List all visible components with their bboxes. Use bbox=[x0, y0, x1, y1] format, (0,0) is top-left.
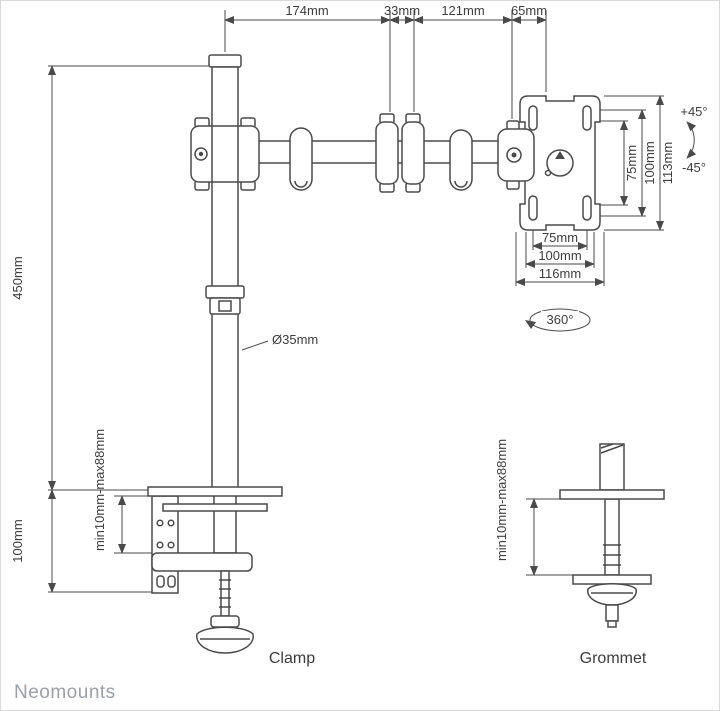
vesa-slot bbox=[582, 195, 592, 221]
tilt-down-label: -45° bbox=[682, 160, 706, 175]
dimension-labels: 174mm 33mm 121mm 65mm 450mm 100mm min10m… bbox=[10, 3, 708, 563]
cable-hook-2 bbox=[449, 129, 473, 191]
elbow-collars bbox=[375, 113, 425, 193]
arm-vesa-joint bbox=[497, 120, 535, 190]
dim-label-clamp-range: min10mm-max88mm bbox=[92, 429, 107, 551]
dim-label-vesa-116: 116mm bbox=[539, 266, 581, 281]
dim-label-vesa-100h: 100mm bbox=[538, 248, 581, 263]
vesa-plate bbox=[519, 95, 601, 231]
grommet-assembly bbox=[559, 443, 665, 628]
clamp-assembly bbox=[147, 486, 283, 654]
pole-diameter-label: Ø35mm bbox=[272, 332, 318, 347]
mount-labels: Clamp Grommet bbox=[269, 650, 647, 667]
grommet-label: Grommet bbox=[580, 650, 647, 667]
dim-label-121mm: 121mm bbox=[441, 3, 484, 18]
grommet-range-dimension bbox=[526, 498, 575, 576]
cable-hook-1 bbox=[289, 127, 313, 191]
swivel-annotation bbox=[525, 308, 591, 332]
dim-label-33mm: 33mm bbox=[384, 3, 420, 18]
dim-label-450mm: 450mm bbox=[10, 256, 25, 299]
dim-label-grommet-range: min10mm-max88mm bbox=[494, 439, 509, 561]
clamp-knob-pad bbox=[196, 626, 254, 654]
brand-logo: Neomounts bbox=[14, 682, 116, 703]
dim-label-vesa-75v: 75mm bbox=[624, 145, 639, 181]
dim-label-100mm-clamp: 100mm bbox=[10, 519, 25, 562]
vesa-slot bbox=[582, 105, 592, 131]
clamp-label: Clamp bbox=[269, 650, 315, 667]
dim-label-vesa-100v: 100mm bbox=[642, 141, 657, 184]
dim-label-65mm: 65mm bbox=[511, 3, 547, 18]
up-arrow-icon bbox=[555, 151, 565, 159]
top-dimensions bbox=[224, 10, 547, 119]
tilt-annotation bbox=[686, 121, 697, 159]
vesa-right-dimensions bbox=[592, 95, 664, 231]
swivel-label: 360° bbox=[547, 312, 574, 327]
pole-diameter-leader bbox=[241, 340, 269, 351]
grommet-knob-pad bbox=[587, 583, 637, 606]
pole-cable-clip bbox=[205, 285, 245, 315]
vesa-slot bbox=[528, 195, 538, 221]
dim-label-vesa-75h: 75mm bbox=[542, 230, 578, 245]
left-dimensions bbox=[48, 65, 209, 593]
dim-label-vesa-113: 113mm bbox=[660, 142, 675, 184]
tilt-up-label: +45° bbox=[680, 104, 707, 119]
vesa-slot bbox=[528, 105, 538, 131]
dim-label-174mm: 174mm bbox=[285, 3, 328, 18]
clamp-range-dimension bbox=[114, 495, 154, 554]
pole-arm-joint bbox=[190, 117, 260, 191]
